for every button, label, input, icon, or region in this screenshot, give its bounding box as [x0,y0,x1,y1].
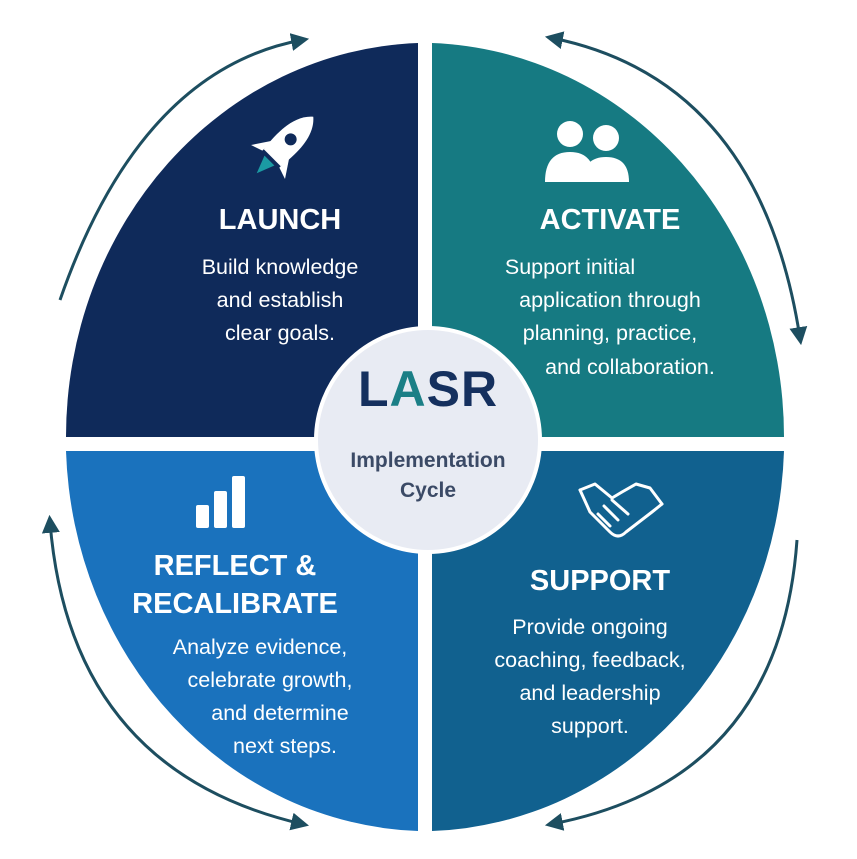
center-subtitle-line-2: Cycle [399,479,457,502]
handshake-icon [578,482,664,538]
launch-description-line-2: and establish [216,288,344,312]
activate-description-line-3: planning, practice, [522,321,698,345]
reflect-description-line-1: Analyze evidence, [172,635,348,659]
reflect-title-line-1: REFLECT & [153,550,317,582]
center-title-prefix: L [357,361,390,417]
support-description-line-3: and leadership [519,681,661,705]
center-title-suffix: SR [426,361,499,417]
activate-description-line-1: Support initial [504,255,636,279]
launch-description-line-3: clear goals. [225,321,335,345]
cycle-arrow-bottom-left [41,514,310,831]
reflect-title-line-2: RECALIBRATE [132,588,338,620]
support-title: SUPPORT [529,565,671,597]
quadrant-support [432,451,784,831]
center-subtitle-line-1: Implementation [350,449,506,472]
cycle-arrow-bottom-right [544,539,799,831]
rocket-icon [251,116,314,179]
cycle-arrow-top-right [544,31,808,346]
cycle-arrow-top-left [58,33,310,301]
support-description-line-1: Provide ongoing [512,615,668,639]
launch-description-line-1: Build knowledge [201,255,359,279]
reflect-description-line-4: next steps. [233,734,337,758]
center-title-accent: A [389,361,427,417]
people-icon [545,121,629,182]
launch-title: LAUNCH [218,204,342,236]
activate-description-line-2: application through [519,288,701,312]
support-description-line-2: coaching, feedback, [494,648,686,672]
reflect-description-line-2: celebrate growth, [187,668,353,692]
center-title: LASR [317,362,539,416]
center-circle [314,326,542,554]
reflect-description-line-3: and determine [211,701,349,725]
activate-description-line-4: and collaboration. [545,355,715,379]
quadrant-launch [65,43,418,437]
support-description-line-4: support. [551,714,629,738]
activate-title: ACTIVATE [539,204,681,236]
bar-chart-icon [196,476,245,528]
